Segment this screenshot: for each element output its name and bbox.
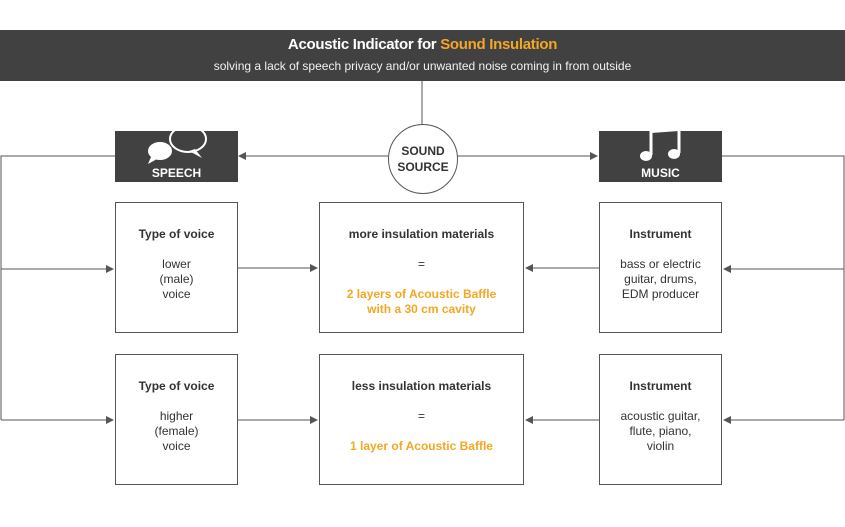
page-title: Acoustic Indicator for Sound Insulation xyxy=(0,36,845,53)
box-line: EDM producer xyxy=(621,287,700,301)
speech-voice-higher-box: Type of voice higher (female) voice xyxy=(115,354,238,485)
result-more-insulation-box: more insulation materials = 2 layers of … xyxy=(319,202,524,333)
title-main: Acoustic Indicator for xyxy=(287,36,437,53)
box-heading: Type of voice xyxy=(138,227,215,241)
header-banner: Acoustic Indicator for Sound Insulation … xyxy=(0,30,845,81)
box-line: violin xyxy=(646,439,675,453)
box-line: (female) xyxy=(154,424,199,438)
box-line: bass or electric xyxy=(620,257,701,271)
result-line: 1 layer of Acoustic Baffle xyxy=(350,439,493,453)
music-instrument-soft-box: Instrument acoustic guitar, flute, piano… xyxy=(599,354,722,485)
box-heading: Type of voice xyxy=(138,379,215,393)
box-line: (male) xyxy=(159,272,194,286)
music-label: MUSIC xyxy=(641,166,680,180)
box-heading: more insulation materials xyxy=(348,227,495,241)
box-body: lower (male) voice xyxy=(120,257,233,302)
box-line: higher xyxy=(159,409,194,423)
equals-sign: = xyxy=(417,257,425,271)
result-line: 2 layers of Acoustic Baffle xyxy=(346,287,497,301)
box-body: higher (female) voice xyxy=(120,409,233,454)
box-line: voice xyxy=(162,439,191,453)
box-heading: Instrument xyxy=(629,227,692,241)
box-heading: less insulation materials xyxy=(351,379,492,393)
equals-sign: = xyxy=(417,409,425,423)
result-text: 2 layers of Acoustic Baffle with a 30 cm… xyxy=(326,287,517,317)
result-text: 1 layer of Acoustic Baffle xyxy=(326,439,517,454)
box-line: guitar, drums, xyxy=(624,272,697,286)
source-label-line2: SOURCE xyxy=(397,160,449,174)
speech-bubbles-icon xyxy=(115,125,238,164)
box-line: lower xyxy=(162,257,191,271)
speech-category: SPEECH xyxy=(115,125,238,182)
music-category: MUSIC xyxy=(599,123,722,182)
box-line: flute, piano, xyxy=(629,424,692,438)
box-body: acoustic guitar, flute, piano, violin xyxy=(604,409,717,454)
result-line: with a 30 cm cavity xyxy=(367,302,476,316)
speech-label: SPEECH xyxy=(151,166,202,180)
source-label-line1: SOUND xyxy=(401,144,445,158)
box-heading: Instrument xyxy=(629,379,692,393)
music-instrument-loud-box: Instrument bass or electric guitar, drum… xyxy=(599,202,722,333)
title-accent: Sound Insulation xyxy=(440,36,558,53)
box-line: voice xyxy=(162,287,191,301)
box-line: acoustic guitar, xyxy=(620,409,701,423)
result-less-insulation-box: less insulation materials = 1 layer of A… xyxy=(319,354,524,485)
page-subtitle: solving a lack of speech privacy and/or … xyxy=(213,59,632,73)
sound-source-node: SOUND SOURCE xyxy=(388,124,458,194)
box-body: bass or electric guitar, drums, EDM prod… xyxy=(604,257,717,302)
music-note-icon xyxy=(599,123,722,163)
speech-voice-lower-box: Type of voice lower (male) voice xyxy=(115,202,238,333)
